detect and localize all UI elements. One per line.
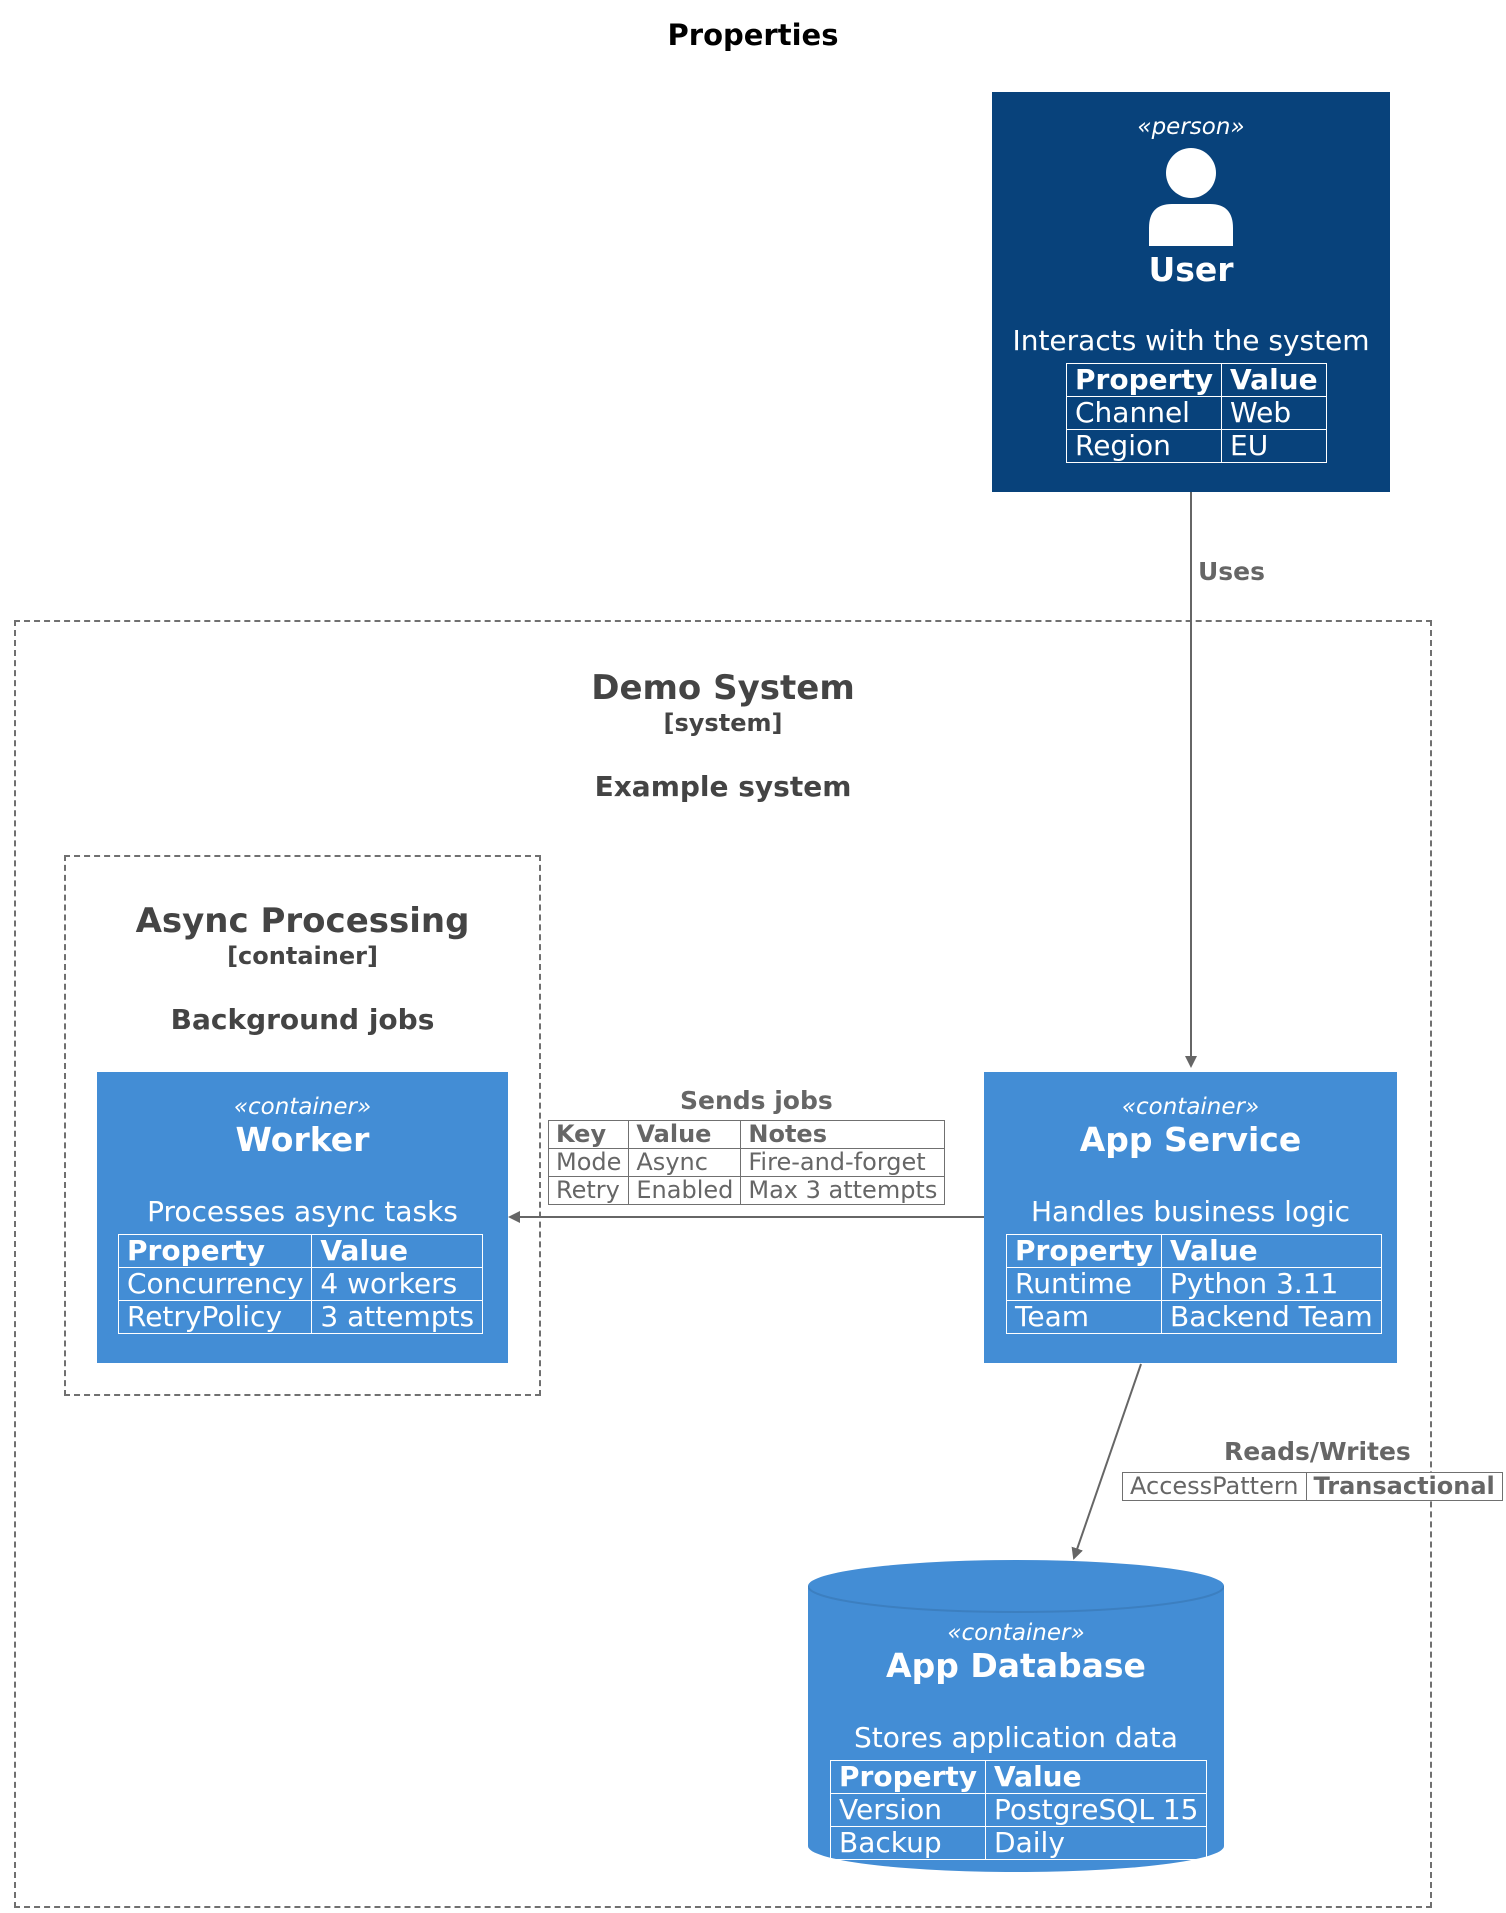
app-service-prop-header-property: Property [1005, 1234, 1163, 1268]
worker-prop-header-property: Property [117, 1234, 313, 1268]
async-processing-title: Async Processing [135, 901, 470, 941]
page-title: Properties [667, 18, 839, 52]
app-service-stereotype: «container» [1121, 1094, 1260, 1120]
demo-system-boundary: Demo System [system] Example system [14, 620, 1432, 1908]
demo-system-title: Demo System [591, 668, 855, 708]
sends-jobs-header-value: Value [628, 1120, 742, 1149]
async-processing-description: Background jobs [170, 1003, 435, 1036]
app-service-prop-header-value: Value [1161, 1234, 1382, 1268]
sends-jobs-cell: Mode [547, 1148, 630, 1177]
reads-writes-label: Reads/Writes [1224, 1437, 1411, 1466]
worker-stereotype: «container» [233, 1094, 372, 1120]
app-service-prop-value: Backend Team [1161, 1300, 1382, 1334]
async-processing-boundary: Async Processing [container] Background … [64, 855, 541, 1396]
user-prop-value: EU [1221, 429, 1327, 463]
sends-jobs-cell: Retry [547, 1176, 630, 1205]
app-database-prop-value: Daily [985, 1826, 1208, 1860]
app-service-prop-key: Runtime [1005, 1267, 1163, 1301]
reads-writes-arrow [1071, 1363, 1142, 1560]
app-service-prop-key: Team [1005, 1300, 1163, 1334]
app-database-prop-header-value: Value [985, 1760, 1208, 1794]
app-database-description: Stores application data [854, 1721, 1178, 1754]
user-stereotype: «person» [1137, 114, 1245, 140]
user-prop-value: Web [1221, 396, 1327, 430]
app-service-container[interactable]: «container» App Service Handles business… [984, 1072, 1397, 1363]
app-service-name: App Service [1079, 1120, 1302, 1159]
person-icon [1149, 148, 1233, 246]
demo-system-description: Example system [594, 770, 852, 803]
app-database-name: App Database [886, 1646, 1146, 1685]
uses-label: Uses [1198, 557, 1266, 586]
sends-jobs-table: Key Value Notes Mode Async Fire-and-forg… [547, 1120, 946, 1205]
worker-properties-table: Property Value Concurrency 4 workers Ret… [117, 1234, 484, 1334]
reads-writes-value: Transactional [1305, 1472, 1503, 1501]
user-properties-table: Property Value Channel Web Region EU [1065, 363, 1327, 463]
worker-prop-value: 4 workers [311, 1267, 484, 1301]
app-service-prop-value: Python 3.11 [1161, 1267, 1382, 1301]
worker-container[interactable]: «container» Worker Processes async tasks… [97, 1072, 508, 1363]
app-database-container[interactable]: «container» App Database Stores applicat… [808, 1560, 1224, 1872]
user-prop-key: Channel [1065, 396, 1223, 430]
app-database-properties-table: Property Value Version PostgreSQL 15 Bac… [829, 1760, 1208, 1860]
sends-jobs-cell: Max 3 attempts [740, 1176, 946, 1205]
sends-jobs-cell: Async [628, 1148, 742, 1177]
user-description: Interacts with the system [1012, 324, 1370, 357]
worker-description: Processes async tasks [147, 1195, 458, 1228]
app-database-prop-key: Version [829, 1793, 987, 1827]
sends-jobs-label: Sends jobs [680, 1086, 833, 1115]
app-database-prop-key: Backup [829, 1826, 987, 1860]
user-prop-header-value: Value [1221, 363, 1327, 397]
worker-prop-key: Concurrency [117, 1267, 313, 1301]
app-service-properties-table: Property Value Runtime Python 3.11 Team … [1005, 1234, 1382, 1334]
app-service-description: Handles business logic [1030, 1195, 1351, 1228]
app-database-prop-value: PostgreSQL 15 [985, 1793, 1208, 1827]
app-database-prop-header-property: Property [829, 1760, 987, 1794]
sends-jobs-cell: Fire-and-forget [740, 1148, 946, 1177]
demo-system-type: [system] [663, 709, 783, 737]
app-database-stereotype: «container» [947, 1620, 1085, 1646]
user-person[interactable]: «person» User Interacts with the system … [992, 92, 1390, 492]
reads-writes-key: AccessPattern [1122, 1472, 1307, 1501]
sends-jobs-header-notes: Notes [740, 1120, 946, 1149]
user-name: User [1148, 250, 1234, 289]
worker-prop-key: RetryPolicy [117, 1300, 313, 1334]
worker-prop-value: 3 attempts [311, 1300, 484, 1334]
worker-name: Worker [235, 1120, 370, 1159]
user-prop-key: Region [1065, 429, 1223, 463]
worker-prop-header-value: Value [311, 1234, 484, 1268]
reads-writes-table: AccessPattern Transactional [1122, 1472, 1503, 1501]
user-prop-header-property: Property [1065, 363, 1223, 397]
sends-jobs-cell: Enabled [628, 1176, 742, 1205]
sends-jobs-header-key: Key [547, 1120, 630, 1149]
async-processing-type: [container] [227, 942, 378, 970]
